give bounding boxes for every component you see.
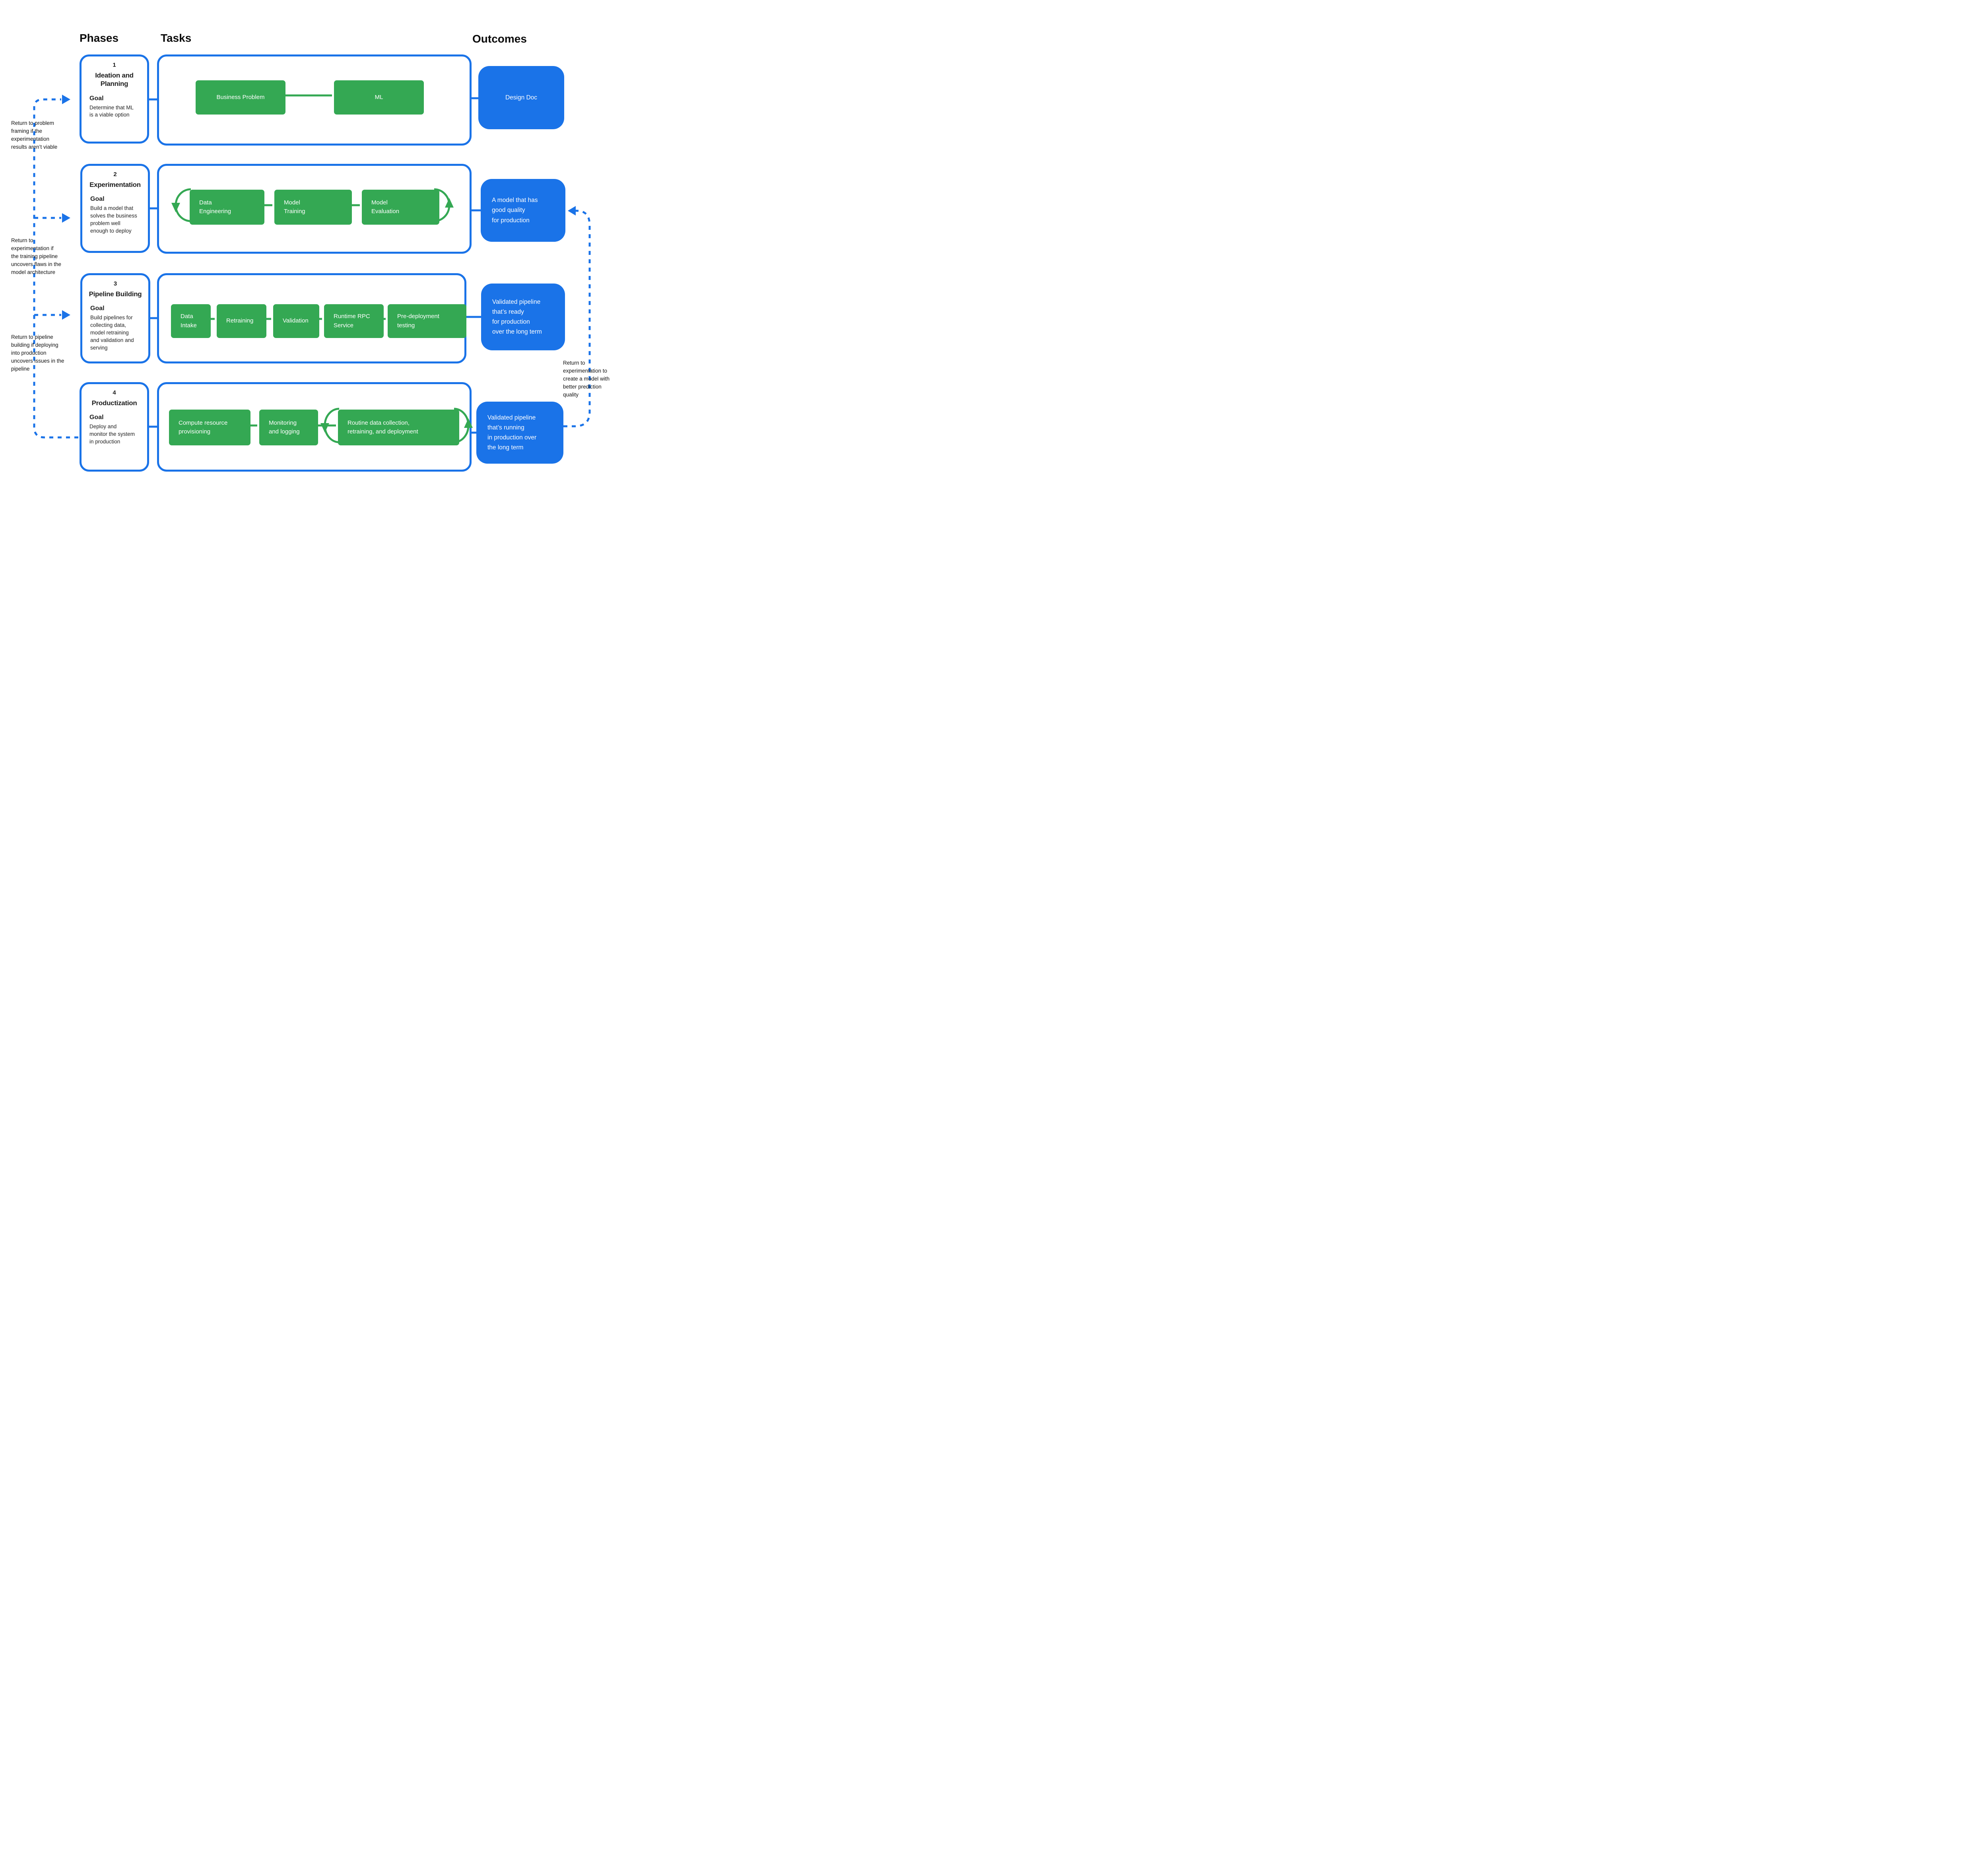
phase-title: Productization [91,399,137,407]
task-compute-resource-provisioning: Compute resource provisioning [169,410,250,445]
phase-title: Experimentation [89,181,141,188]
note-return-to-experimentation-quality: Return to experimentation to create a mo… [563,360,610,398]
arrow-right-icon [62,95,70,104]
goal-text: Deploy and monitor the system in product… [89,423,135,445]
task-runtime-rpc-service: Runtime RPC Service [324,304,384,338]
left-feedback-arrowhead-icons [62,95,70,320]
outcome-design-doc: Design Doc [478,66,564,129]
mlops-phases-diagram: Phases Tasks Outcomes 1 Ideation and Pla… [0,0,623,514]
outcome-validated-pipeline-running: Validated pipeline that’s running in pro… [476,402,563,464]
goal-text: Build pipelines for collecting data, mod… [90,315,134,351]
phase-card-experimentation: 2 Experimentation Goal Build a model tha… [80,164,150,253]
phase-number: 2 [113,171,117,178]
note-return-to-experimentation: Return to experimentation if the trainin… [11,237,62,275]
tasks-container-experimentation: Data Engineering Model Training Model Ev… [157,164,472,254]
tasks-container-pipeline-building: Data Intake Retraining Validation Runtim… [157,273,466,363]
task-data-engineering: Data Engineering [190,190,264,225]
task-model-training: Model Training [274,190,352,225]
tasks-container-productization: Compute resource provisioning Monitoring… [157,382,472,472]
task-monitoring-and-logging: Monitoring and logging [259,410,318,445]
phase-number: 3 [113,280,117,287]
phase-goal-block: Goal Deploy and monitor the system in pr… [89,414,143,446]
task-validation: Validation [273,304,319,338]
tasks-container-ideation: Business Problem ML [157,54,472,146]
task-business-problem: Business Problem [196,80,285,115]
outcome-quality-model: A model that has good quality for produc… [481,179,565,242]
goal-label: Goal [90,196,105,203]
arrow-right-icon [62,213,70,223]
phase-title: Ideation and Planning [95,72,134,88]
phase-card-ideation-planning: 1 Ideation and Planning Goal Determine t… [80,54,149,144]
goal-label: Goal [90,305,105,312]
note-return-to-pipeline-building: Return to pipeline building if deploying… [11,334,64,372]
outcome-validated-pipeline-ready: Validated pipeline that’s ready for prod… [481,284,565,350]
task-routine-collection-retraining-deployment: Routine data collection, retraining, and… [338,410,459,445]
arrow-right-icon [62,310,70,320]
tasks-column-header: Tasks [161,32,192,44]
phase-card-productization: 4 Productization Goal Deploy and monitor… [80,382,149,472]
goal-text: Build a model that solves the business p… [90,205,137,234]
task-data-intake: Data Intake [171,304,211,338]
goal-text: Determine that ML is a viable option [89,104,134,118]
task-retraining: Retraining [217,304,266,338]
phase-card-pipeline-building: 3 Pipeline Building Goal Build pipelines… [80,273,150,363]
task-predeployment-testing: Pre-deployment testing [388,304,466,338]
phase-goal-block: Goal Determine that ML is a viable optio… [89,95,143,119]
phase-goal-block: Goal Build pipelines for collecting data… [90,305,144,352]
outcomes-column-header: Outcomes [472,33,527,45]
goal-label: Goal [89,414,104,421]
phase-title: Pipeline Building [89,290,142,298]
arrow-left-icon [568,206,576,216]
phases-column-header: Phases [80,32,119,44]
phase-goal-block: Goal Build a model that solves the busin… [90,196,144,235]
phase-number: 4 [113,389,116,396]
task-ml: ML [334,80,424,115]
phase-number: 1 [113,62,116,68]
goal-label: Goal [89,95,104,102]
note-return-to-problem-framing: Return to problem framing if the experim… [11,120,58,150]
task-model-evaluation: Model Evaluation [362,190,439,225]
